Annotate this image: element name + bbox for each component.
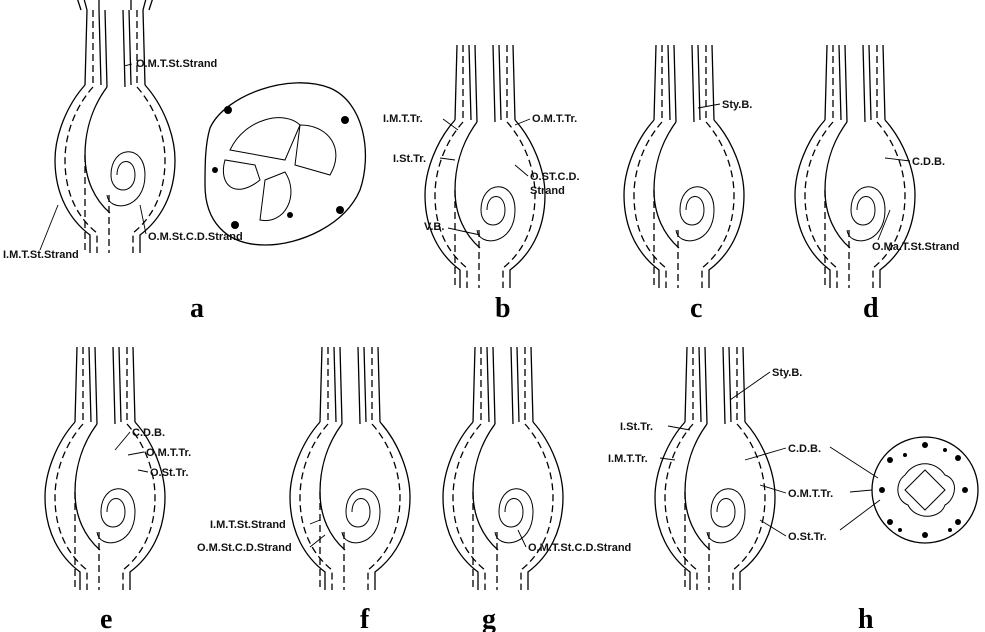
panel-h-flower: [655, 347, 775, 590]
label-a-left: I.M.T.St.Strand: [3, 249, 79, 261]
panel-letter-b: b: [495, 293, 511, 324]
panel-e-flower: [45, 347, 165, 590]
label-b-omttr: O.M.T.Tr.: [532, 113, 577, 125]
panel-letter-g: g: [482, 604, 496, 632]
label-h-osttr: O.St.Tr.: [788, 531, 827, 543]
label-b-imttr: I.M.T.Tr.: [383, 113, 423, 125]
panel-b-flower: [425, 45, 545, 288]
label-b-isttr: I.St.Tr.: [393, 153, 426, 165]
panel-letter-h: h: [858, 604, 874, 632]
panel-letter-c: c: [690, 293, 702, 324]
panel-f-flower: [290, 347, 410, 590]
label-h-styb: Sty.B.: [772, 367, 802, 379]
label-h-omttr: O.M.T.Tr.: [788, 488, 833, 500]
panel-letter-f: f: [360, 604, 370, 632]
panel-a-flower: [55, 0, 175, 253]
label-b-ostcd: O.ST.C.D.: [530, 171, 580, 183]
label-e-cdb: C.D.B.: [132, 427, 165, 439]
label-a-right: O.M.St.C.D.Strand: [148, 231, 243, 243]
panel-c-flower: [624, 45, 744, 288]
label-h-cdb: C.D.B.: [788, 443, 821, 455]
label-c-styb: Sty.B.: [722, 99, 752, 111]
label-d-omat: O.Ma.T.St.Strand: [872, 241, 959, 253]
label-b-vb: V.B.: [424, 221, 444, 233]
label-h-isttr: I.St.Tr.: [620, 421, 653, 433]
panel-letter-a: a: [190, 293, 204, 324]
panel-h-cross-section: [872, 437, 978, 543]
label-h-imttr: I.M.T.Tr.: [608, 453, 648, 465]
panel-letter-e: e: [100, 604, 112, 632]
label-a-top: O.M.T.St.Strand: [136, 58, 217, 70]
label-b-strand: Strand: [530, 185, 565, 197]
label-f-omstcd: O.M.St.C.D.Strand: [197, 542, 292, 554]
label-d-cdb: C.D.B.: [912, 156, 945, 168]
label-f-imtst: I.M.T.St.Strand: [210, 519, 286, 531]
panel-a-cross-section: [205, 83, 365, 245]
panel-letter-d: d: [863, 293, 879, 324]
label-g-omtstcd: O.M.T.St.C.D.Strand: [528, 542, 631, 554]
label-e-omttr: O.M.T.Tr.: [146, 447, 191, 459]
label-e-osttr: O.St.Tr.: [150, 467, 189, 479]
